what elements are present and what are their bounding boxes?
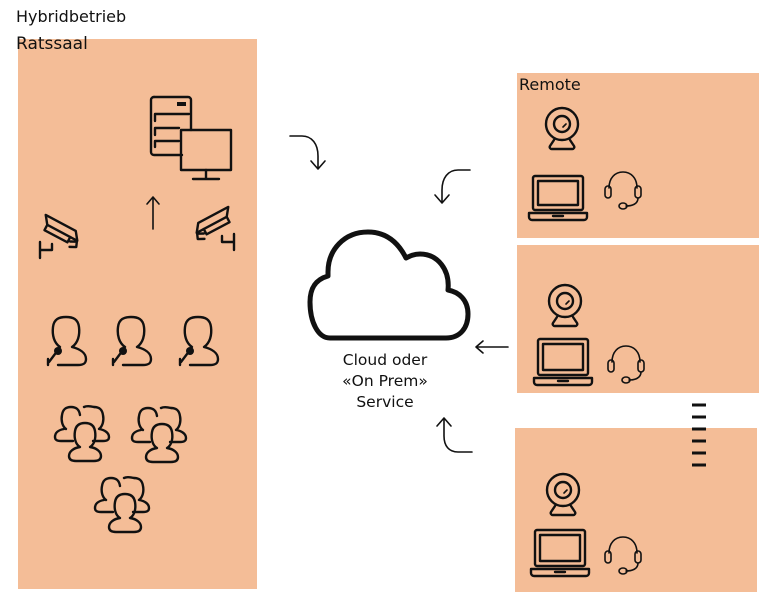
cloud-caption: Cloud oder «On Prem» Service bbox=[315, 350, 455, 413]
arrow-up-icon bbox=[146, 196, 160, 230]
arrow-chamber-to-cloud-icon bbox=[289, 135, 326, 170]
arrow-up-curved-icon bbox=[436, 417, 473, 453]
speaker-with-microphone-icon bbox=[46, 315, 88, 367]
headset-icon bbox=[604, 536, 642, 575]
server-computer-icon bbox=[149, 95, 233, 181]
security-camera-icon bbox=[195, 205, 236, 252]
cloud-caption-line2: «On Prem» bbox=[342, 372, 428, 390]
council-chamber-label: Ratssaal bbox=[16, 34, 88, 54]
webcam-icon bbox=[547, 283, 583, 328]
remote-panel-3 bbox=[515, 428, 757, 592]
webcam-icon bbox=[544, 106, 580, 151]
webcam-icon bbox=[545, 472, 581, 517]
speaker-with-microphone-icon bbox=[178, 315, 220, 367]
arrow-left-icon bbox=[475, 340, 509, 354]
headset-icon bbox=[607, 345, 645, 384]
cloud-caption-line3: Service bbox=[356, 393, 414, 411]
more-participants-indicator bbox=[692, 403, 706, 467]
laptop-icon bbox=[532, 337, 594, 387]
cloud-icon bbox=[307, 229, 471, 341]
cloud-caption-line1: Cloud oder bbox=[342, 351, 428, 369]
speaker-with-microphone-icon bbox=[111, 315, 153, 367]
laptop-icon bbox=[529, 528, 591, 578]
audience-group-icon bbox=[53, 405, 111, 463]
laptop-icon bbox=[527, 174, 589, 222]
security-camera-icon bbox=[38, 213, 79, 260]
audience-group-icon bbox=[93, 476, 151, 534]
remote-label: Remote bbox=[519, 75, 581, 94]
arrow-remote-to-cloud-icon bbox=[434, 169, 471, 204]
audience-group-icon bbox=[130, 406, 188, 464]
headset-icon bbox=[604, 171, 642, 210]
diagram-title: Hybridbetrieb bbox=[16, 7, 127, 26]
